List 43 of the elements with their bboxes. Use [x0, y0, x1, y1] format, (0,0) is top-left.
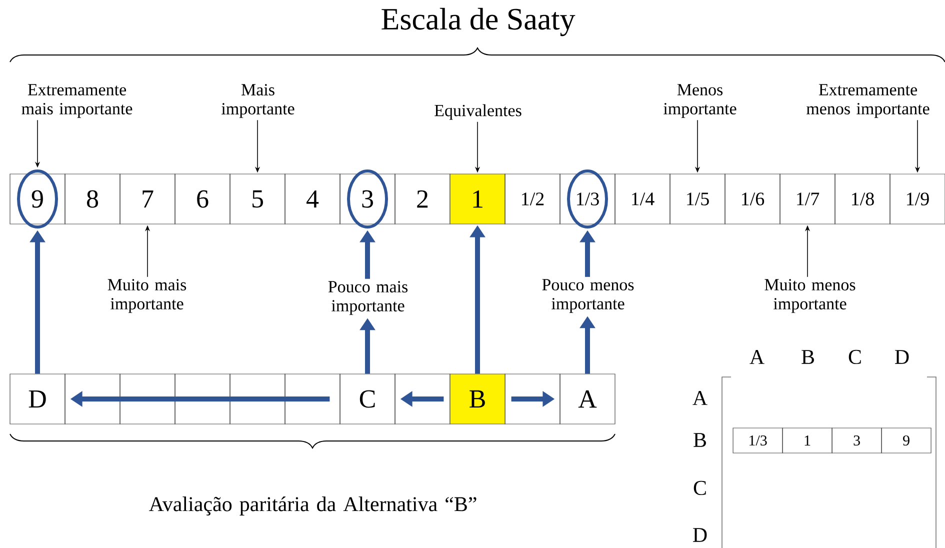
row-header: C [694, 480, 706, 496]
matrix-cell: 3 [832, 428, 882, 454]
scale-cell: 6 [174, 174, 230, 224]
column-header: B [802, 350, 814, 364]
scale-cell: 1 [450, 174, 506, 224]
scale-cell: 3 [340, 174, 396, 224]
scale-cell: 8 [64, 174, 120, 224]
scale-label: Equivalentes [434, 104, 522, 120]
scale-cell: 1/3 [560, 174, 616, 224]
scale-cell: 4 [284, 174, 340, 224]
column-header: A [750, 350, 764, 364]
alternative-cell: A [560, 374, 616, 424]
scale-label: Muito menos importante [764, 279, 856, 313]
matrix-cell: 9 [881, 428, 932, 454]
row-header: B [694, 433, 706, 447]
scale-label: Extremamente mais importante [22, 84, 132, 118]
scale-cell: 1/5 [670, 174, 726, 224]
scale-cell: 1/7 [780, 174, 836, 224]
alternative-cell: B [450, 374, 506, 424]
scale-cell: 1/8 [834, 174, 890, 224]
scale-cell: 9 [10, 174, 66, 224]
scale-label: Menos importante [664, 84, 736, 118]
matrix-cell: 1/3 [732, 428, 783, 454]
caption-text: Avaliação paritária da Alternativa “B” [149, 496, 476, 516]
scale-label: Muito mais importante [108, 279, 186, 313]
scale-cell: 1/6 [724, 174, 780, 224]
column-header: D [895, 350, 909, 364]
scale-label: Pouco mais importante [328, 281, 408, 315]
alternative-cell: D [10, 374, 66, 424]
column-header: C [848, 350, 861, 364]
alternative-cell: C [340, 374, 396, 424]
scale-cell: 7 [120, 174, 176, 224]
row-header: D [693, 528, 707, 542]
scale-cell: 1/2 [504, 174, 560, 224]
scale-cell: 5 [230, 174, 286, 224]
scale-cell: 1/4 [614, 174, 670, 224]
scale-label: Pouco menos importante [542, 279, 634, 313]
title: Escala de Saaty [382, 8, 576, 36]
matrix-cell: 1 [782, 428, 832, 454]
scale-label: Mais importante [222, 84, 294, 118]
row-header: A [692, 391, 708, 405]
scale-cell: 1/9 [890, 174, 945, 224]
scale-label: Extremamente menos importante [806, 84, 930, 118]
